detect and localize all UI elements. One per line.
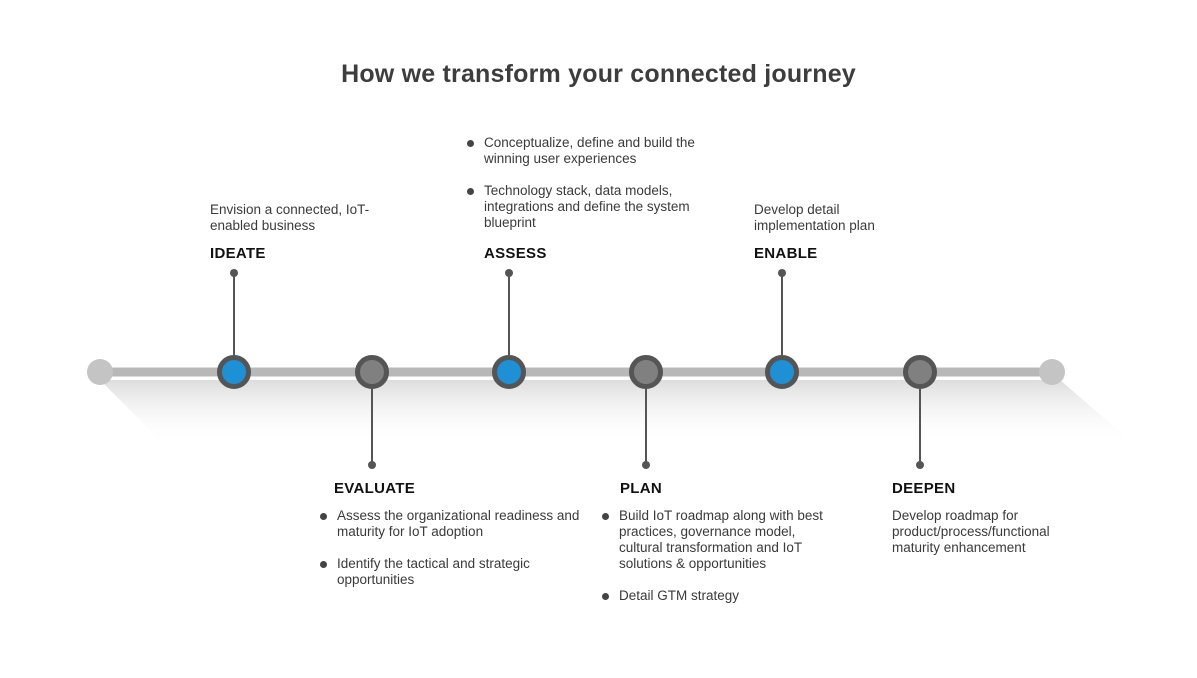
plan-bullets: Build IoT roadmap along with best practi… (602, 508, 842, 620)
stage-label-assess: ASSESS (484, 245, 547, 262)
stage-ideate: IDEATE (210, 245, 266, 262)
stage-label-evaluate: EVALUATE (334, 480, 416, 497)
assess-bullet-2: Technology stack, data models, integrati… (467, 183, 717, 231)
node-plan (629, 355, 663, 389)
stage-label-deepen: DEEPEN (892, 480, 956, 497)
ideate-description: Envision a connected, IoT-enabled busine… (210, 202, 370, 233)
stage-evaluate: EVALUATE (334, 480, 415, 497)
assess-bullets: Conceptualize, define and build the winn… (467, 135, 717, 247)
stage-deepen: DEEPEN (892, 480, 956, 497)
page-title: How we transform your connected journey (341, 60, 856, 88)
node-deepen (903, 355, 937, 389)
assess-bullet-1: Conceptualize, define and build the winn… (467, 135, 717, 167)
evaluate-bullet-1: Assess the organizational readiness and … (320, 508, 580, 540)
stage-assess: ASSESS (484, 245, 547, 262)
deepen-description: Develop roadmap for product/process/func… (892, 508, 1050, 555)
timeline-shadow (100, 380, 1135, 445)
node-enable (765, 355, 799, 389)
stage-plan: PLAN (620, 480, 662, 497)
stage-label-ideate: IDEATE (210, 245, 266, 262)
timeline-end-cap (1039, 359, 1065, 385)
node-assess (492, 355, 526, 389)
stage-enable: ENABLE (754, 245, 817, 262)
node-ideate (217, 355, 251, 389)
evaluate-bullets: Assess the organizational readiness and … (320, 508, 580, 604)
enable-description: Develop detail implementation plan (754, 202, 875, 233)
timeline-start-cap (87, 359, 113, 385)
plan-bullet-1: Build IoT roadmap along with best practi… (602, 508, 842, 572)
stage-label-enable: ENABLE (754, 245, 818, 262)
plan-bullet-2: Detail GTM strategy (602, 588, 842, 604)
node-evaluate (355, 355, 389, 389)
stage-label-plan: PLAN (620, 480, 663, 497)
evaluate-bullet-2: Identify the tactical and strategic oppo… (320, 556, 580, 588)
